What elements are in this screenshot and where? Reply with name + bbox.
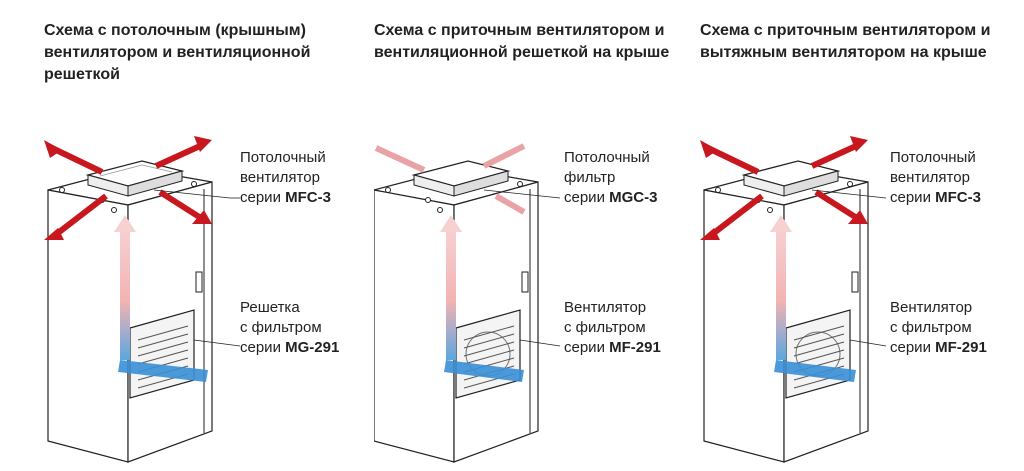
door-handle xyxy=(521,271,529,293)
door-handle xyxy=(851,271,859,293)
exhaust-arrows xyxy=(44,136,212,240)
roof-component-label: Потолочный фильтр серии MGC-3 xyxy=(564,149,658,206)
panel-title: Схема с приточным вентилятором и вентиля… xyxy=(374,22,670,61)
airflow-rising-arrow xyxy=(120,230,130,360)
cabinet-illustration xyxy=(44,136,241,463)
exhaust-arrows xyxy=(700,136,868,240)
diagram-panel-roof-fan-and-grille: Схема с потолочным (крышным) вентиляторо… xyxy=(44,0,374,471)
side-component-label: Вентилятор с фильтром серии MF-291 xyxy=(564,299,661,356)
roof-component-label: Потолочный вентилятор серии MFC-3 xyxy=(890,149,981,206)
side-component-label: Решетка с фильтром серии MG-291 xyxy=(240,299,340,356)
cabinet-illustration xyxy=(700,136,887,463)
cabinet-illustration xyxy=(374,143,561,463)
panel-title: Схема с потолочным (крышным) вентиляторо… xyxy=(44,22,311,83)
diagram-panel-supply-and-exhaust-fans: Схема с приточным вентилятором и вытяжны… xyxy=(700,0,1024,471)
exhaust-arrows-faded xyxy=(374,143,526,215)
airflow-inlet-arrow xyxy=(444,360,524,382)
airflow-rising-arrow xyxy=(446,230,456,360)
panel-title: Схема с приточным вентилятором и вытяжны… xyxy=(700,22,991,61)
side-component-label: Вентилятор с фильтром серии MF-291 xyxy=(890,299,987,356)
door-handle xyxy=(195,271,203,293)
airflow-inlet-arrow xyxy=(774,360,856,382)
airflow-inlet-arrow xyxy=(118,360,208,382)
diagram-panel-supply-fan-roof-grille: Схема с приточным вентилятором и вентиля… xyxy=(374,0,704,471)
airflow-rising-arrow xyxy=(776,230,786,360)
roof-component-label: Потолочный вентилятор серии MFC-3 xyxy=(240,149,331,206)
